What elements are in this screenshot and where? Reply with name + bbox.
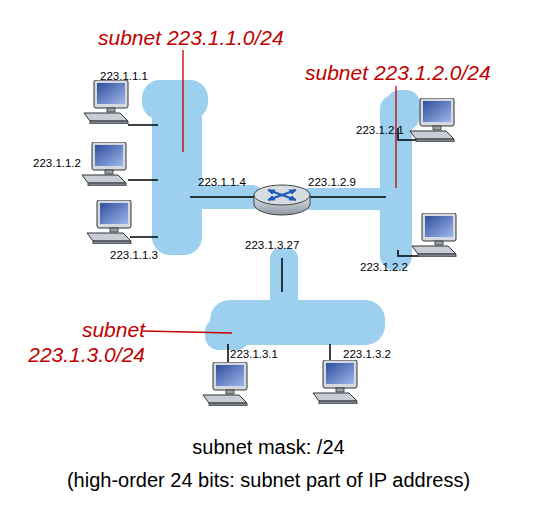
leader-lines — [143, 50, 396, 333]
router-arrow — [268, 190, 296, 200]
wire — [190, 196, 256, 198]
ip-address: 223.1.3.2 — [343, 347, 391, 361]
wire — [308, 196, 386, 198]
ip-address: 223.1.2.9 — [308, 175, 356, 189]
host-computer — [313, 360, 357, 404]
leader-line — [143, 331, 232, 333]
host-computer — [203, 362, 247, 406]
wire — [398, 250, 418, 256]
subnet-label: subnet 223.1.3.0/24 — [5, 317, 145, 367]
wire — [128, 124, 158, 126]
subnet-label: subnet 223.1.2.0/24 — [305, 61, 491, 85]
ip-address: 223.1.2.2 — [360, 260, 408, 274]
wires — [128, 125, 420, 368]
subnet-blobs — [142, 80, 420, 350]
router-arrows — [268, 190, 296, 200]
ip-address: 223.1.3.27 — [245, 238, 299, 252]
host-computer — [412, 213, 456, 257]
wire — [130, 236, 158, 238]
wire — [128, 179, 158, 181]
arrow-head — [268, 190, 275, 194]
host-computer — [84, 80, 128, 124]
arrow-head — [289, 196, 296, 200]
host-computer — [87, 200, 131, 244]
ip-address: 223.1.1.4 — [198, 175, 246, 189]
ip-address: 223.1.1.2 — [33, 156, 81, 170]
ip-address: 223.1.3.1 — [230, 347, 278, 361]
arrow-head — [289, 190, 296, 194]
leader-line — [395, 86, 396, 188]
leader-line — [182, 50, 183, 152]
arrow-head — [268, 196, 275, 200]
ip-address: 223.1.1.3 — [110, 248, 158, 262]
caption: subnet mask: /24 — [0, 434, 537, 460]
caption-note: (high-order 24 bits: subnet part of IP a… — [0, 467, 537, 493]
router-symbol — [254, 185, 310, 215]
ip-address: 223.1.2.1 — [356, 123, 404, 137]
subnet-blob — [142, 80, 208, 120]
router-top — [254, 185, 310, 205]
host-computer — [82, 142, 126, 186]
ip-address: 223.1.1.1 — [100, 69, 148, 83]
subnet-blob — [300, 188, 390, 210]
subnet-label: subnet 223.1.1.0/24 — [98, 26, 284, 50]
host-computer — [410, 98, 454, 142]
wire — [281, 258, 283, 292]
router-arrow — [268, 190, 296, 200]
